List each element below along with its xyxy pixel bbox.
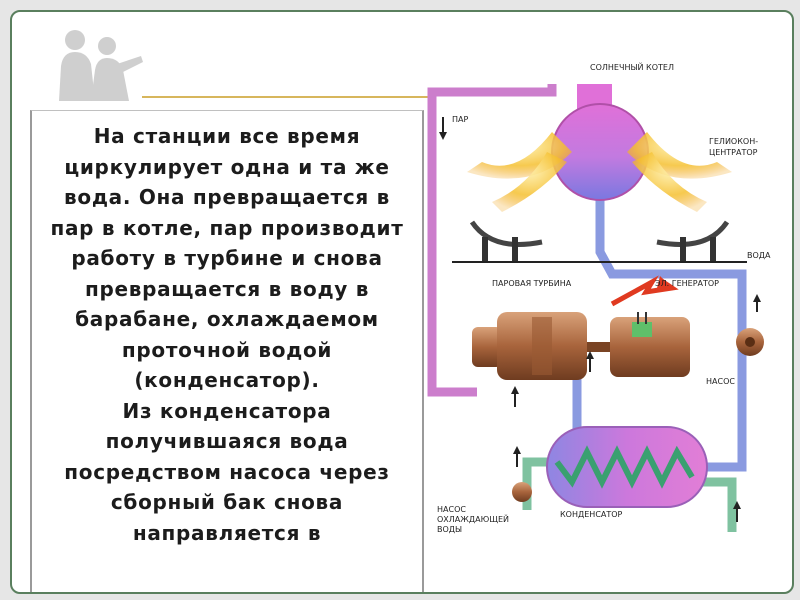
flow-arrows <box>439 117 761 522</box>
label-concentrator-1: ГЕЛИОКОН- <box>709 137 758 146</box>
text-panel: На станции все время циркулирует одна и … <box>30 110 424 592</box>
label-cooling-pump-1: НАСОС <box>437 505 466 514</box>
steam-turbine <box>472 312 587 380</box>
label-steam: ПАР <box>452 115 468 124</box>
solar-plant-diagram: СОЛНЕЧНЫЙ КОТЕЛ ПАР ГЕЛИОКОН- ЦЕНТРАТОР … <box>427 61 771 534</box>
condenser <box>546 426 708 508</box>
label-solar-boiler: СОЛНЕЧНЫЙ КОТЕЛ <box>590 61 674 72</box>
left-concentrator <box>467 132 572 262</box>
right-concentrator <box>627 132 732 262</box>
feed-pump <box>736 328 764 356</box>
return-water-pipe <box>595 192 747 472</box>
paragraph-2: Из конденсатора получившаяся вода посред… <box>64 398 390 545</box>
label-cooling-pump-3: ВОДЫ <box>437 525 462 534</box>
slide: На станции все время циркулирует одна и … <box>10 10 794 594</box>
label-water: ВОДА <box>747 251 771 260</box>
paragraph-1: На станции все время циркулирует одна и … <box>50 124 404 392</box>
label-condenser: КОНДЕНСАТОР <box>560 510 623 519</box>
people-silhouette-icon <box>59 30 143 101</box>
header-divider <box>142 96 432 98</box>
solar-boiler <box>551 84 649 201</box>
label-cooling-pump-2: ОХЛАЖДАЮЩЕЙ <box>437 513 509 524</box>
label-pump: НАСОС <box>706 377 735 386</box>
electric-generator <box>610 312 690 377</box>
turbine-shaft <box>587 342 612 352</box>
label-concentrator-2: ЦЕНТРАТОР <box>709 148 758 157</box>
label-steam-turbine: ПАРОВАЯ ТУРБИНА <box>492 279 572 288</box>
steam-pipe <box>427 84 557 397</box>
label-generator: ЭЛ. ГЕНЕРАТОР <box>655 279 719 288</box>
cooling-water-pump <box>512 482 532 502</box>
